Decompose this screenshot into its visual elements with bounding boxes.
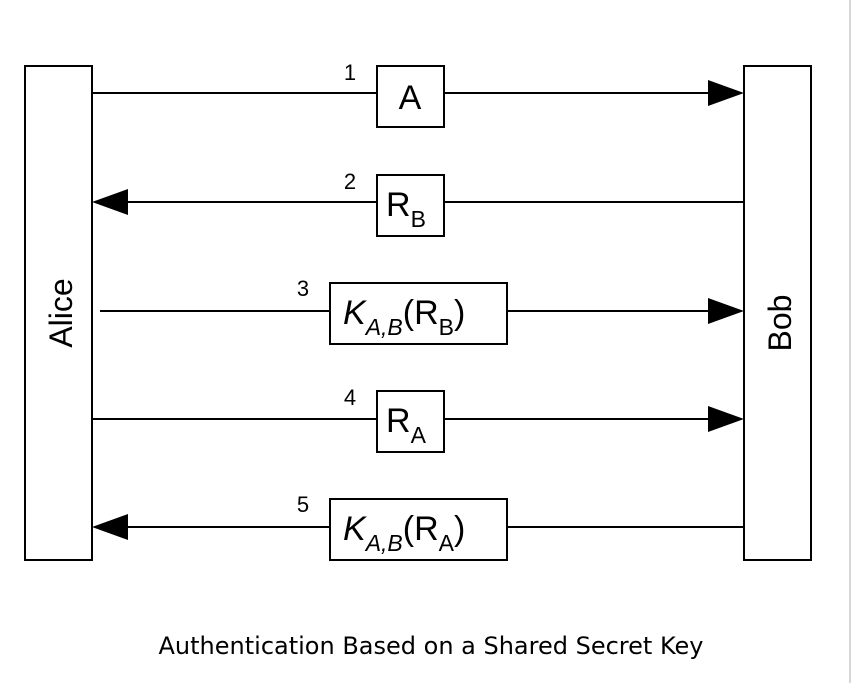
message-3-box [329, 282, 508, 345]
message-2-label: RB [386, 186, 426, 232]
arrowhead-left-icon [92, 514, 128, 540]
arrowhead-right-icon [708, 406, 744, 432]
message-1-label: A [399, 79, 422, 117]
message-5-box [329, 498, 508, 561]
bob-label: Bob [762, 295, 798, 352]
message-4-number: 4 [344, 385, 356, 410]
alice-box [24, 65, 93, 561]
message-2: 2 RB [92, 169, 744, 237]
message-3-number: 3 [297, 276, 309, 301]
message-2-number: 2 [344, 169, 356, 194]
arrowhead-right-icon [708, 298, 744, 324]
message-1: 1 A [92, 60, 744, 128]
message-5-number: 5 [297, 492, 309, 517]
message-1-number: 1 [344, 60, 356, 85]
window-edge [849, 0, 851, 683]
message-1-box [376, 65, 445, 128]
message-4-box [376, 390, 445, 453]
diagram-caption: Authentication Based on a Shared Secret … [158, 632, 704, 660]
message-3-label: KA,B(RB) [343, 294, 465, 340]
arrowhead-left-icon [92, 189, 128, 215]
message-5: 5 KA,B(RA) [92, 492, 744, 561]
bob-box [743, 65, 812, 561]
message-3: 3 KA,B(RB) [100, 276, 744, 345]
message-4-label: RA [386, 402, 427, 448]
arrowhead-right-icon [708, 80, 744, 106]
message-2-box [376, 174, 445, 237]
message-4: 4 RA [92, 385, 744, 453]
alice-label: Alice [43, 278, 79, 347]
message-5-label: KA,B(RA) [343, 510, 465, 556]
